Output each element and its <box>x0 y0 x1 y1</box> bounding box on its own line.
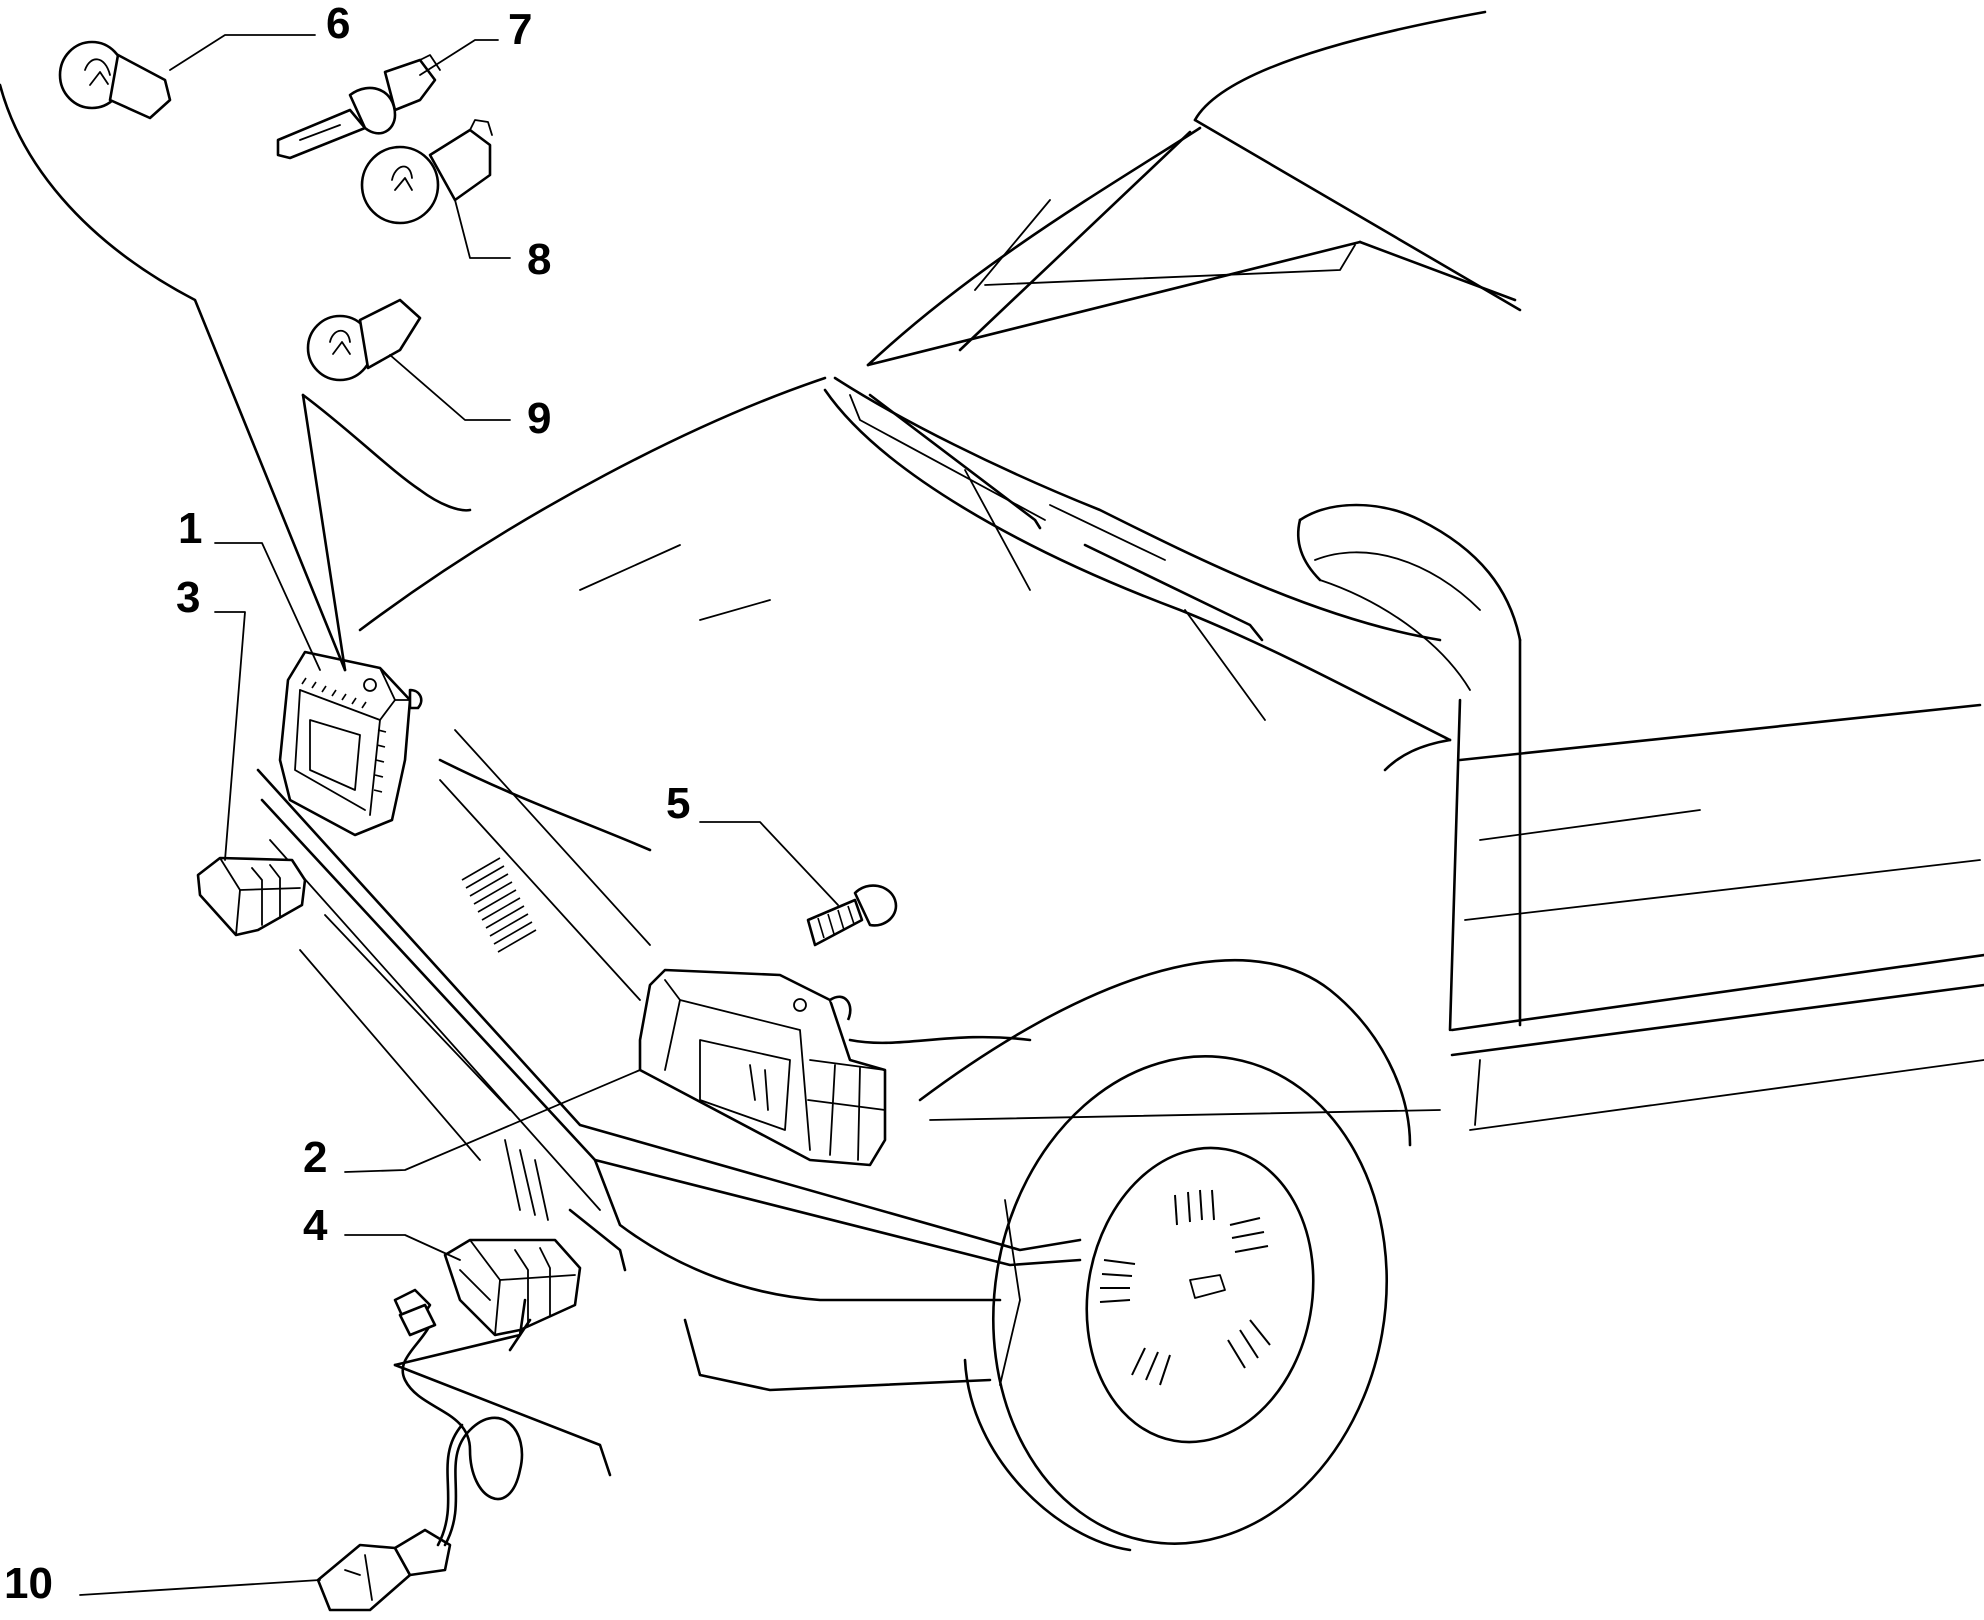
part-1-left-headlamp <box>278 650 423 837</box>
car-body-drawing <box>256 10 1984 1552</box>
callout-5: 5 <box>666 779 690 828</box>
part-6-bulb <box>58 40 172 120</box>
part-8-bulb <box>360 119 493 225</box>
part-9-bulb <box>306 298 422 382</box>
part-3-left-side-repeater <box>196 856 307 937</box>
grille-hatch <box>461 857 537 953</box>
callout-labels: 1 2 3 4 5 6 7 8 9 10 <box>4 0 690 1608</box>
part-2-right-headlamp <box>638 968 887 1167</box>
part-10-lamp-holder <box>316 1288 524 1612</box>
callout-6: 6 <box>326 0 350 48</box>
leader-lines <box>0 34 839 1596</box>
callout-9: 9 <box>527 394 551 443</box>
callout-7: 7 <box>508 5 532 54</box>
part-7-bulb <box>276 54 441 160</box>
callout-2: 2 <box>303 1133 327 1182</box>
callout-8: 8 <box>527 235 551 284</box>
callout-3: 3 <box>176 573 200 622</box>
callout-4: 4 <box>303 1201 328 1250</box>
part-4-front-lamp <box>443 1238 582 1337</box>
callout-10: 10 <box>4 1559 53 1608</box>
front-wheel <box>963 1055 1388 1552</box>
callout-1: 1 <box>178 504 202 553</box>
part-5-bolt <box>806 884 898 947</box>
